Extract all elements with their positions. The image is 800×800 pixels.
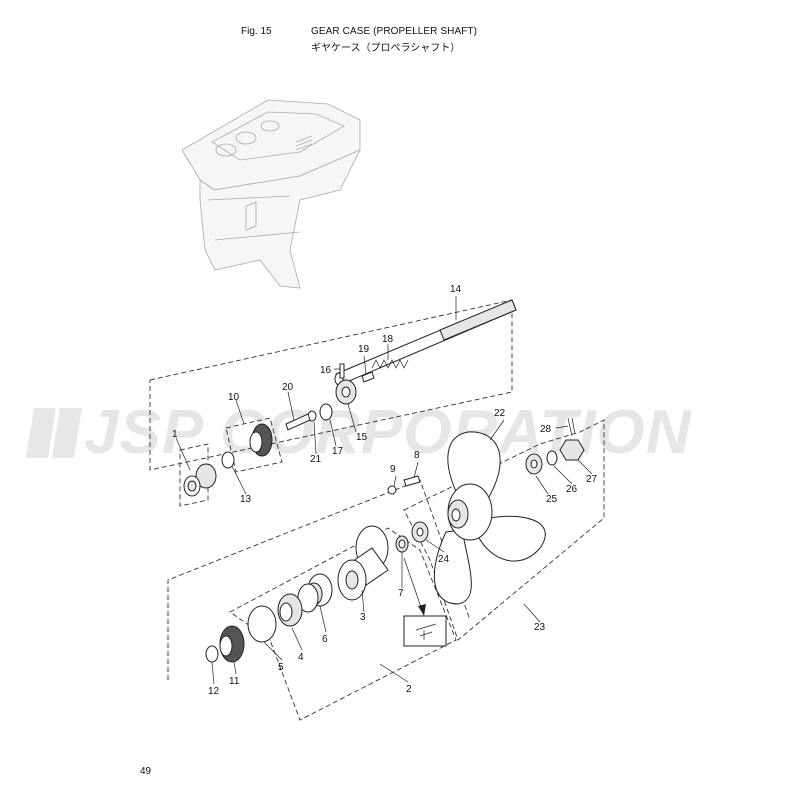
callout-7: 7	[398, 588, 404, 599]
dog-clutch	[335, 379, 357, 405]
bolt-8	[403, 475, 421, 487]
callout-16: 16	[320, 365, 332, 376]
callout-9: 9	[390, 464, 396, 475]
page-title: GEAR CASE (PROPELLER SHAFT)	[311, 26, 478, 37]
callout-1: 1	[172, 429, 178, 440]
arrow-head-icon	[418, 604, 426, 616]
propeller	[433, 431, 546, 605]
castle-nut	[559, 439, 585, 461]
callout-8: 8	[414, 450, 420, 461]
callout-26: 26	[566, 484, 578, 495]
callout-10: 10	[228, 392, 240, 403]
callout-23: 23	[534, 622, 546, 633]
callout-17: 17	[332, 446, 344, 457]
clutch-ring	[319, 403, 333, 421]
leader-lines	[175, 296, 593, 685]
detail-inset	[403, 615, 447, 647]
callout-13: 13	[240, 494, 252, 505]
thrust-spacer	[411, 521, 429, 543]
spacer-25	[525, 453, 543, 475]
callout-3: 3	[360, 612, 366, 623]
callout-28: 28	[540, 424, 552, 435]
callout-6: 6	[322, 634, 328, 645]
group-box-lower	[167, 479, 471, 680]
page-number: 49	[140, 766, 152, 777]
cotter-pin	[567, 417, 576, 437]
callout-5: 5	[278, 662, 284, 673]
callout-21: 21	[310, 454, 322, 465]
propeller-shaft	[334, 299, 517, 386]
page-title-japanese: ギヤケース（プロペラシャフト）	[311, 43, 461, 54]
callout-24: 24	[438, 554, 450, 565]
washer-9	[387, 485, 397, 495]
callout-15: 15	[356, 432, 368, 443]
oil-seal	[395, 535, 409, 553]
callout-19: 19	[358, 344, 370, 355]
callout-20: 20	[282, 382, 294, 393]
callout-22: 22	[494, 408, 506, 419]
bearing-housing	[337, 525, 389, 601]
gear-case-housing	[181, 99, 361, 289]
spring	[371, 359, 409, 369]
reverse-gear	[219, 625, 245, 663]
callout-12: 12	[208, 686, 220, 697]
cross-pin	[361, 371, 375, 383]
needle-bearing	[297, 573, 333, 613]
callout-18: 18	[382, 334, 394, 345]
detail-inset-drawing	[415, 623, 437, 640]
forward-gear	[249, 423, 273, 457]
group-box-1	[179, 443, 209, 507]
shim-13	[221, 451, 235, 469]
washer-26	[546, 450, 558, 466]
callout-2: 2	[406, 684, 412, 695]
callout-27: 27	[586, 474, 598, 485]
callout-11: 11	[229, 676, 240, 687]
callout-14: 14	[450, 284, 462, 295]
shim-12	[205, 645, 219, 663]
detail-arrow	[403, 557, 423, 611]
callout-25: 25	[546, 494, 558, 505]
shift-plunger	[285, 413, 311, 431]
ball-bearing	[277, 593, 303, 627]
o-ring	[247, 605, 277, 643]
figure-number: Fig. 15	[241, 26, 272, 37]
group-box-2	[229, 527, 457, 721]
clutch-pin	[339, 363, 345, 379]
tapered-bearing	[183, 463, 217, 497]
callout-4: 4	[298, 652, 304, 663]
